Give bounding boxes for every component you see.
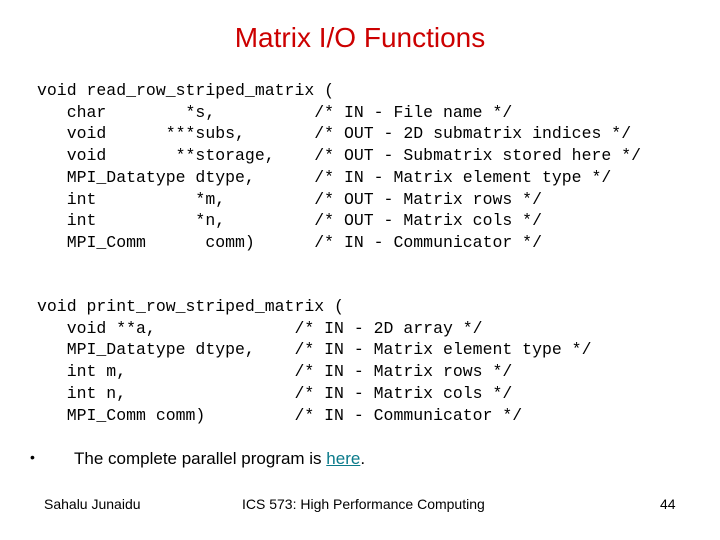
code-line: char *s, /* IN - File name */: [37, 102, 513, 122]
bullet-marker: •: [30, 449, 35, 465]
code-line: MPI_Datatype dtype, /* IN - Matrix eleme…: [37, 340, 592, 360]
code-line: int *m, /* OUT - Matrix rows */: [37, 189, 542, 209]
code-line: int m, /* IN - Matrix rows */: [37, 362, 513, 382]
code-line: void print_row_striped_matrix (: [37, 297, 344, 316]
code-line: void **a, /* IN - 2D array */: [37, 318, 483, 338]
code-line: MPI_Comm comm) /* IN - Communicator */: [37, 405, 523, 425]
footer-page-number: 44: [660, 496, 676, 512]
program-link[interactable]: here: [326, 449, 361, 468]
code-line: int n, /* IN - Matrix cols */: [37, 383, 513, 403]
bullet-text-after: .: [360, 449, 366, 468]
bullet-text: The complete parallel program is here.: [74, 449, 365, 469]
code-line: void ***subs, /* OUT - 2D submatrix indi…: [37, 124, 632, 144]
footer-author: Sahalu Junaidu: [44, 496, 141, 512]
code-block-print-row-striped-matrix: void print_row_striped_matrix ( void **a…: [37, 296, 592, 426]
bullet-text-before: The complete parallel program is: [74, 449, 327, 468]
code-line: int *n, /* OUT - Matrix cols */: [37, 211, 542, 231]
code-line: MPI_Comm comm) /* IN - Communicator */: [37, 232, 542, 252]
code-line: void read_row_striped_matrix (: [37, 81, 335, 100]
code-line: MPI_Datatype dtype, /* IN - Matrix eleme…: [37, 167, 612, 187]
slide-title: Matrix I/O Functions: [234, 22, 486, 53]
footer-course: ICS 573: High Performance Computing: [242, 496, 485, 512]
code-block-read-row-striped-matrix: void read_row_striped_matrix ( char *s, …: [37, 80, 641, 254]
code-line: void **storage, /* OUT - Submatrix store…: [37, 146, 641, 166]
